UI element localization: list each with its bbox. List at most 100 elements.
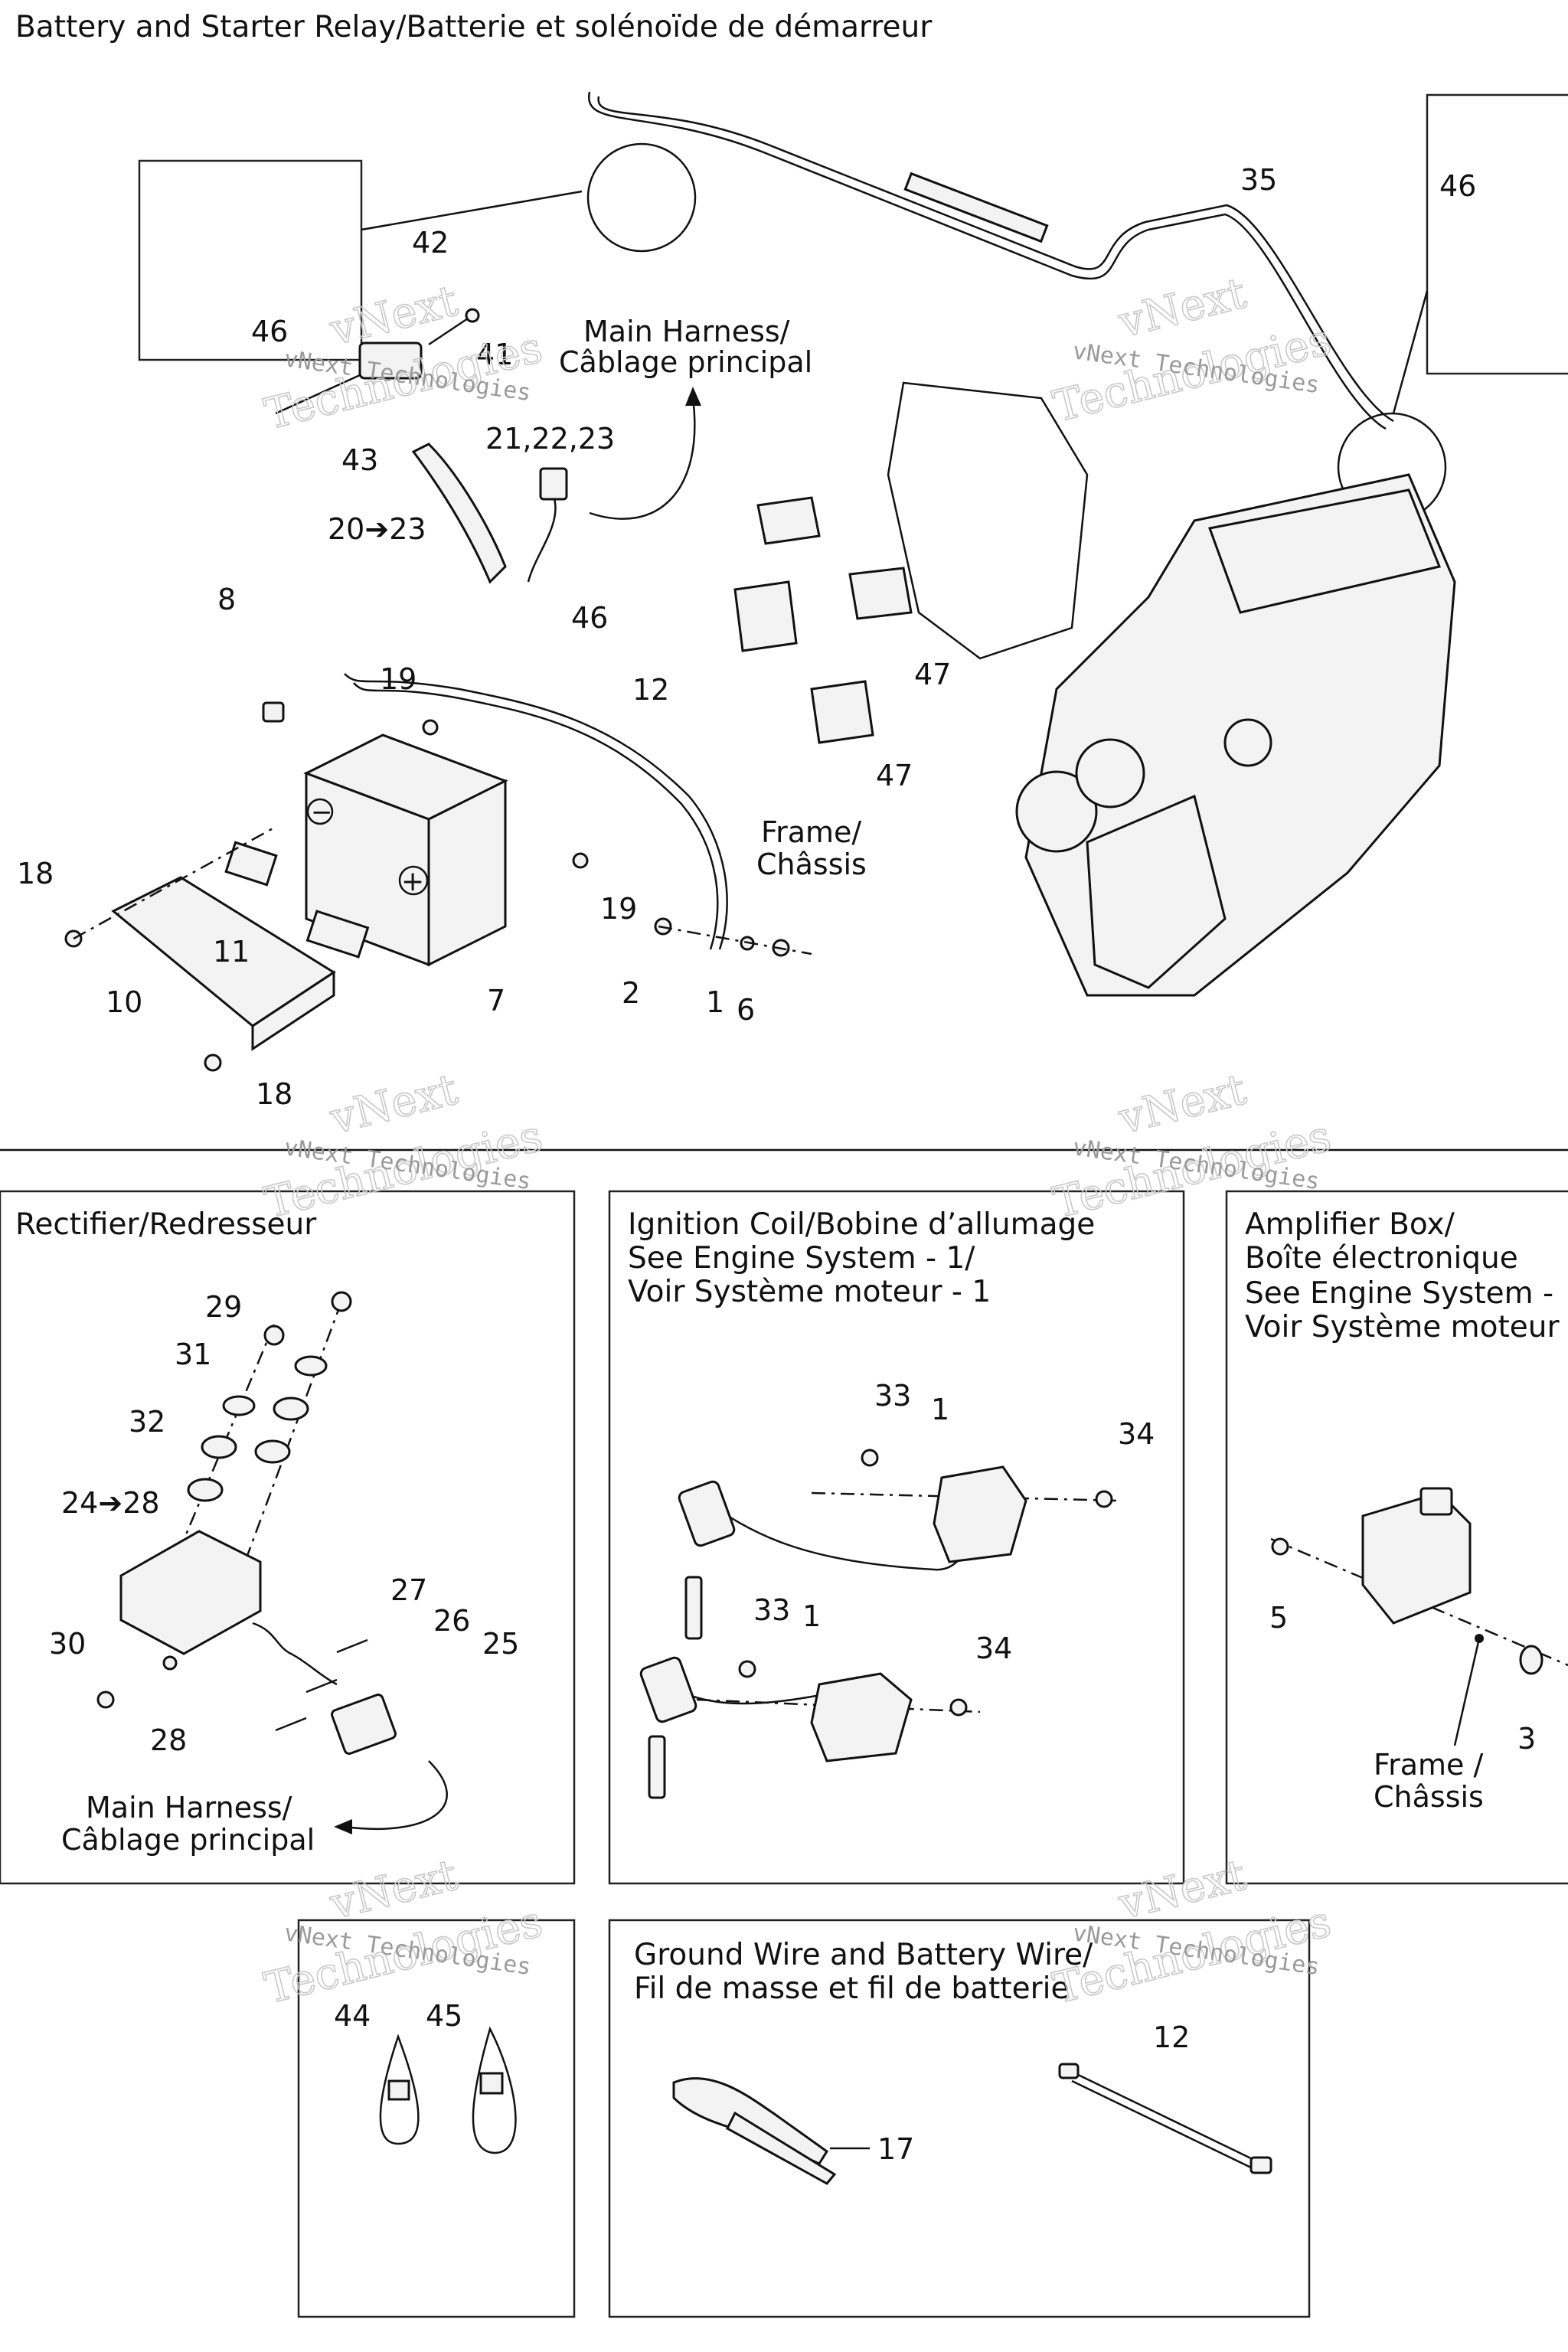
battery-wire-12 (344, 673, 728, 950)
callout-18b: 18 (256, 1077, 292, 1111)
callout-21-22-23: 21,22,23 (485, 422, 615, 456)
callout-34a: 34 (1118, 1417, 1155, 1451)
callout-20-23: 20➔23 (328, 512, 426, 546)
tie-45 (472, 2026, 517, 2154)
amplifier-title-1: Amplifier Box/ (1245, 1207, 1455, 1242)
callout-34b: 34 (975, 1632, 1012, 1665)
pad-47c (848, 567, 913, 620)
callout-33a: 33 (874, 1379, 911, 1413)
cable-20-23 (411, 443, 507, 584)
battery-plus-sign: + (401, 866, 424, 897)
battery-minus-sign: − (311, 797, 333, 828)
connector-25 (331, 1694, 397, 1755)
ignition-wire-1 (704, 1499, 965, 1571)
leader-inset-left (361, 190, 583, 231)
ignition-title-1: Ignition Coil/Bobine d’allumage (628, 1207, 1095, 1242)
battery-section-title: Battery and Starter Relay/Batterie et so… (15, 10, 933, 44)
callout-27: 27 (390, 1573, 427, 1607)
callout-6: 6 (737, 993, 755, 1027)
amplifier-section (1225, 1190, 1568, 1885)
ground-wire-12-inner (1071, 2079, 1256, 2171)
callout-7: 7 (487, 984, 505, 1018)
washer-3 (1519, 1645, 1544, 1675)
watermark-5-big: vNext (325, 1850, 462, 1929)
engine (1015, 473, 1456, 997)
connector-21-23 (539, 467, 568, 501)
engine-head (1207, 488, 1442, 614)
label-main-harness-2a: Main Harness/ (86, 1791, 292, 1824)
pin-26a (336, 1638, 368, 1654)
pad-47b (733, 580, 798, 652)
callout-46b: 46 (1439, 169, 1476, 203)
callout-42: 42 (412, 226, 449, 260)
callout-46a: 46 (251, 315, 288, 348)
amplifier-title-2: Boîte électronique (1245, 1241, 1518, 1276)
callout-47a: 47 (914, 658, 951, 691)
screw-33b (738, 1660, 756, 1678)
callout-8: 8 (217, 583, 236, 616)
pad-11b (305, 910, 370, 959)
crimp-tool-17-handle (726, 2111, 837, 2185)
callout-10: 10 (106, 985, 142, 1019)
callout-43: 43 (341, 443, 378, 477)
rectifier-harness-arrow-head (334, 1819, 352, 1834)
ties-section (297, 1919, 576, 2318)
battery-wire-12-inner (353, 682, 719, 950)
screw-33a (861, 1449, 879, 1467)
pin-26c (275, 1717, 307, 1732)
leader-inset-right (1392, 290, 1429, 414)
callout-45: 45 (426, 1999, 462, 2033)
callout-29: 29 (205, 1290, 242, 1324)
amplifier-title-4: Voir Système moteur (1245, 1310, 1560, 1344)
callout-3: 3 (1517, 1722, 1536, 1756)
amplifier-title-3: See Engine System - (1245, 1276, 1553, 1311)
rectifier-frame (0, 1190, 576, 1885)
engine-flywheel (1015, 770, 1098, 853)
pin-26b (305, 1678, 338, 1694)
frame-axis (658, 925, 812, 956)
crimp-tool-17 (672, 2077, 829, 2165)
watermark-6-big: vNext (1113, 1850, 1251, 1929)
ignition-section (608, 1190, 1185, 1885)
amplifier-connector (1419, 1487, 1453, 1516)
screw-18-bottom (204, 1054, 222, 1072)
harness-arrow-top-head (685, 387, 701, 406)
battery-side (427, 779, 507, 967)
ignition-title-2: See Engine System - 1/ (628, 1241, 975, 1276)
washer-31 (222, 1395, 256, 1416)
callout-46c: 46 (571, 601, 608, 635)
starter-relay (358, 341, 423, 380)
rectifier-bolt-axis-2 (243, 1301, 343, 1563)
nut-30b (162, 1655, 178, 1671)
wire-35-inner (597, 96, 1394, 423)
callout-28: 28 (150, 1723, 187, 1757)
callout-5: 5 (1269, 1601, 1288, 1635)
detail-circle-top (586, 142, 697, 253)
callout-18a: 18 (17, 857, 54, 890)
battery-axis-left (73, 825, 276, 940)
inset-frame-right (1426, 93, 1568, 375)
ground-wire-end-a (1058, 2063, 1080, 2079)
callout-35: 35 (1240, 163, 1277, 197)
rectifier-title: Rectifier/Redresseur (15, 1207, 317, 1242)
labels: Main Harness/ Câblage principal Frame/ C… (17, 163, 1560, 2166)
callout-11: 11 (213, 935, 250, 969)
rectifier-wires (252, 1622, 338, 1686)
engine-pulley (1075, 738, 1145, 808)
nut-42 (465, 308, 480, 323)
callout-32: 32 (129, 1405, 165, 1439)
callout-44: 44 (334, 1999, 371, 2033)
pad-11a (224, 841, 278, 887)
ties-frame (297, 1919, 576, 2318)
callout-1b: 1 (931, 1393, 949, 1426)
ground-title-2: Fil de masse et fil de batterie (634, 1971, 1069, 2006)
amplifier-frame (1225, 1190, 1568, 1885)
rectifier-body (119, 1530, 262, 1655)
callout-12a: 12 (632, 673, 669, 707)
battery-holder-10-lip (251, 970, 335, 1051)
nut-19-right (572, 852, 589, 869)
ground-section (608, 1919, 1311, 2318)
spark-cap-2 (639, 1656, 697, 1723)
wire-35-sleeve (903, 172, 1049, 243)
